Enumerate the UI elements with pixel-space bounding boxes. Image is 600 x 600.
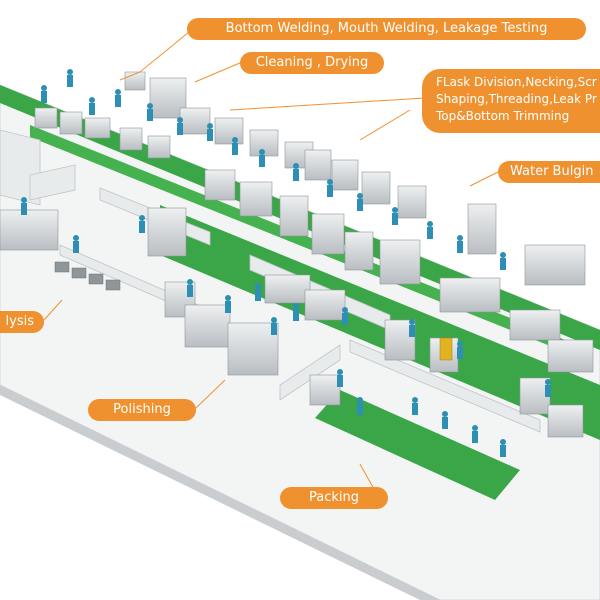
flask-division-line-3: Top&Bottom Trimming bbox=[436, 109, 570, 123]
flask-division-line-2: Shaping,Threading,Leak Pr bbox=[436, 92, 597, 106]
label-packing: Packing bbox=[280, 487, 388, 509]
label-water-bulging: Water Bulgin bbox=[498, 161, 600, 183]
label-cleaning-drying: Cleaning , Drying bbox=[240, 52, 384, 74]
label-bottom-welding: Bottom Welding, Mouth Welding, Leakage T… bbox=[187, 18, 586, 40]
machines bbox=[0, 71, 594, 438]
storage-bins bbox=[54, 261, 121, 291]
label-flask-division: FLask Division,Necking,Scr Shaping,Threa… bbox=[422, 69, 600, 133]
label-analysis: lysis bbox=[0, 311, 44, 333]
leader-lines bbox=[43, 31, 499, 501]
workers bbox=[21, 69, 551, 457]
flask-division-line-1: FLask Division,Necking,Scr bbox=[436, 75, 597, 89]
yellow-equipment bbox=[439, 337, 453, 361]
label-polishing: Polishing bbox=[88, 399, 196, 421]
